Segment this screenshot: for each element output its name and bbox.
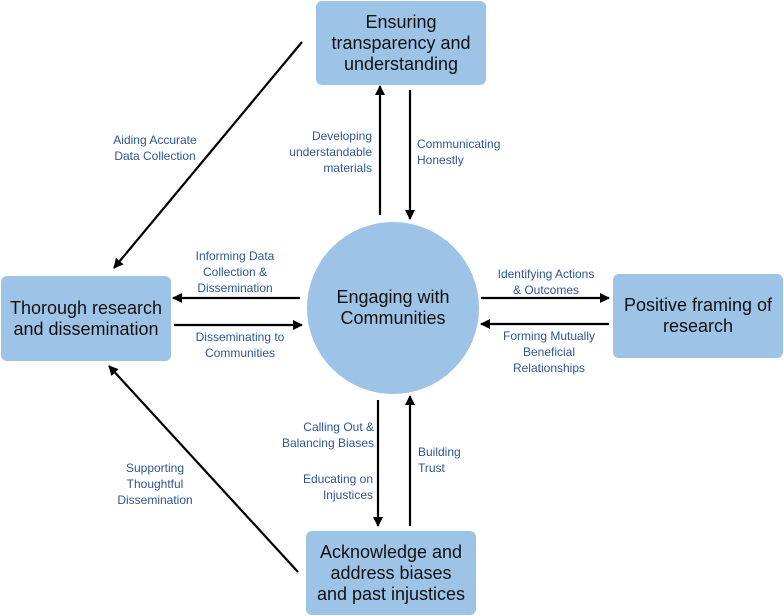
label-disseminating-to-communities: Disseminating to Communities <box>195 330 285 360</box>
label-communicating-honestly: Communicating Honestly <box>417 137 501 167</box>
label-forming-relationships: Forming Mutually Beneficial Relationship… <box>502 329 596 375</box>
label-identifying-actions: Identifying Actions & Outcomes <box>497 267 595 297</box>
arrow-supporting-dissemination <box>108 365 299 573</box>
label-aiding-accurate-data-collection: Aiding Accurate Data Collection <box>113 133 197 163</box>
node-thorough-research: Thorough research and dissemination <box>1 276 171 361</box>
label-informing-data-collection: Informing Data Collection & Disseminatio… <box>195 249 275 295</box>
node-ensuring-transparency: Ensuring transparency and understanding <box>316 1 486 85</box>
node-acknowledge-biases: Acknowledge and address biases and past … <box>306 531 476 615</box>
label-educating-injustices: Educating on Injustices <box>302 472 373 502</box>
label-building-trust: Building Trust <box>418 445 461 475</box>
node-positive-framing: Positive framing of research <box>613 274 783 358</box>
node-engaging-communities: Engaging with Communities <box>307 222 479 394</box>
label-calling-out-biases: Calling Out & Balancing Biases <box>281 420 374 450</box>
arrow-aiding-accurate-data-collection <box>113 41 303 269</box>
label-supporting-dissemination: Supporting Thoughtful Dissemination <box>117 461 193 507</box>
label-developing-materials: Developing understandable materials <box>289 129 372 175</box>
